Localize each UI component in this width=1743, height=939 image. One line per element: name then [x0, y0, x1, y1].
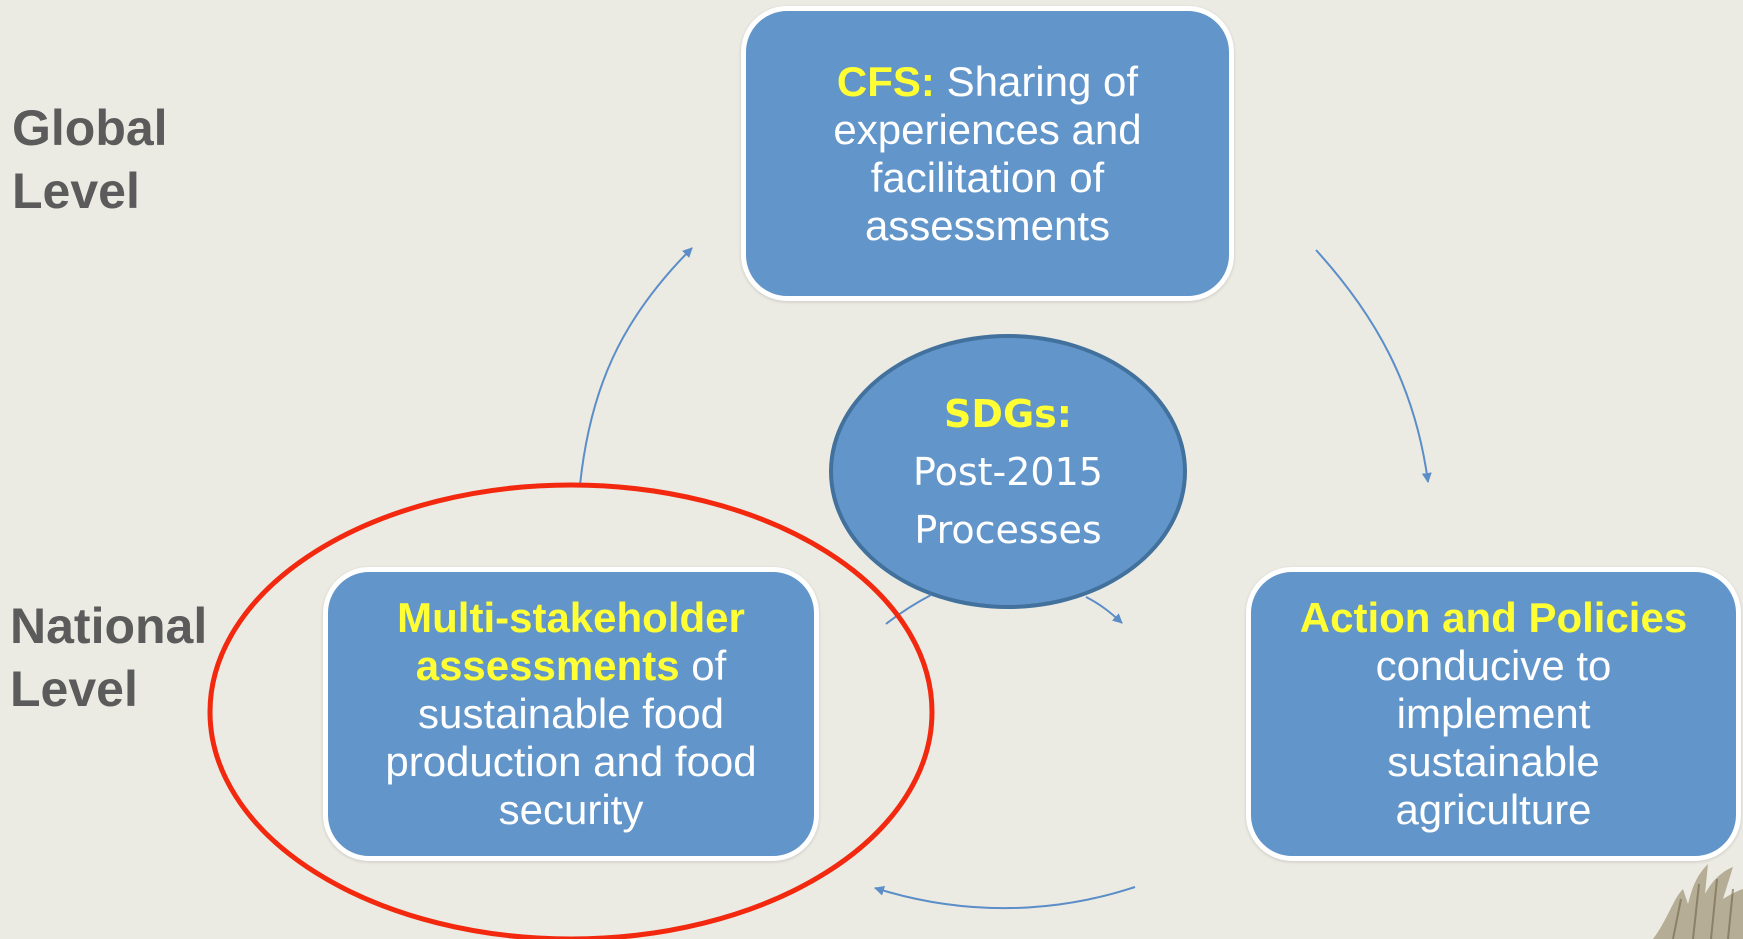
cfs-line: assessments — [864, 201, 1111, 249]
national-level-word2: Level — [10, 661, 138, 717]
arrow-down-right — [1315, 249, 1432, 483]
action-line: agriculture — [1395, 786, 1592, 833]
assessments-line: production and food — [385, 738, 757, 785]
arrow-bottom — [874, 885, 1136, 910]
grass-decoration-icon — [1653, 864, 1743, 939]
action-box: Action and Policies conducive to impleme… — [1246, 567, 1741, 861]
assessments-line: security — [498, 786, 644, 833]
ellipse-connector-left — [885, 594, 932, 625]
global-level-word: Global — [12, 100, 168, 156]
ellipse-connector-right — [1085, 596, 1123, 624]
cfs-line: experiences and — [833, 105, 1142, 153]
cfs-first-text: Sharing of — [946, 57, 1139, 105]
assessments-line: sustainable food — [418, 690, 724, 737]
assessments-highlight-line: Multi-stakeholder — [397, 594, 745, 641]
assessments-box: Multi-stakeholder assessments of sustain… — [323, 567, 819, 861]
action-line: conducive to — [1375, 642, 1612, 689]
national-level-word: National — [10, 598, 208, 654]
cfs-box: CFS: Sharing of experiences and facilita… — [741, 6, 1234, 301]
global-level-word2: Level — [12, 163, 140, 219]
sdgs-line: Post-2015 — [913, 449, 1103, 494]
action-line: implement — [1396, 690, 1591, 737]
focus-ring — [207, 482, 935, 939]
arrow-up-left — [579, 247, 693, 486]
assessments-highlight-word: assessments — [415, 642, 680, 689]
cfs-highlight: CFS: — [836, 57, 935, 105]
sdgs-ellipse: SDGs: Post-2015 Processes — [829, 334, 1187, 609]
cfs-line: facilitation of — [870, 153, 1105, 201]
action-line: sustainable — [1387, 738, 1600, 785]
cfs-first-line: CFS: Sharing of — [837, 58, 1138, 106]
action-highlight: Action and Policies — [1299, 594, 1688, 641]
sdgs-highlight: SDGs: — [944, 391, 1072, 436]
national-level-label: National Level — [10, 595, 207, 721]
sdgs-line: Processes — [914, 507, 1102, 552]
global-level-label: Global Level — [12, 97, 168, 223]
assessments-second-line: assessments of — [416, 642, 727, 690]
assessments-of-word: of — [691, 642, 727, 689]
